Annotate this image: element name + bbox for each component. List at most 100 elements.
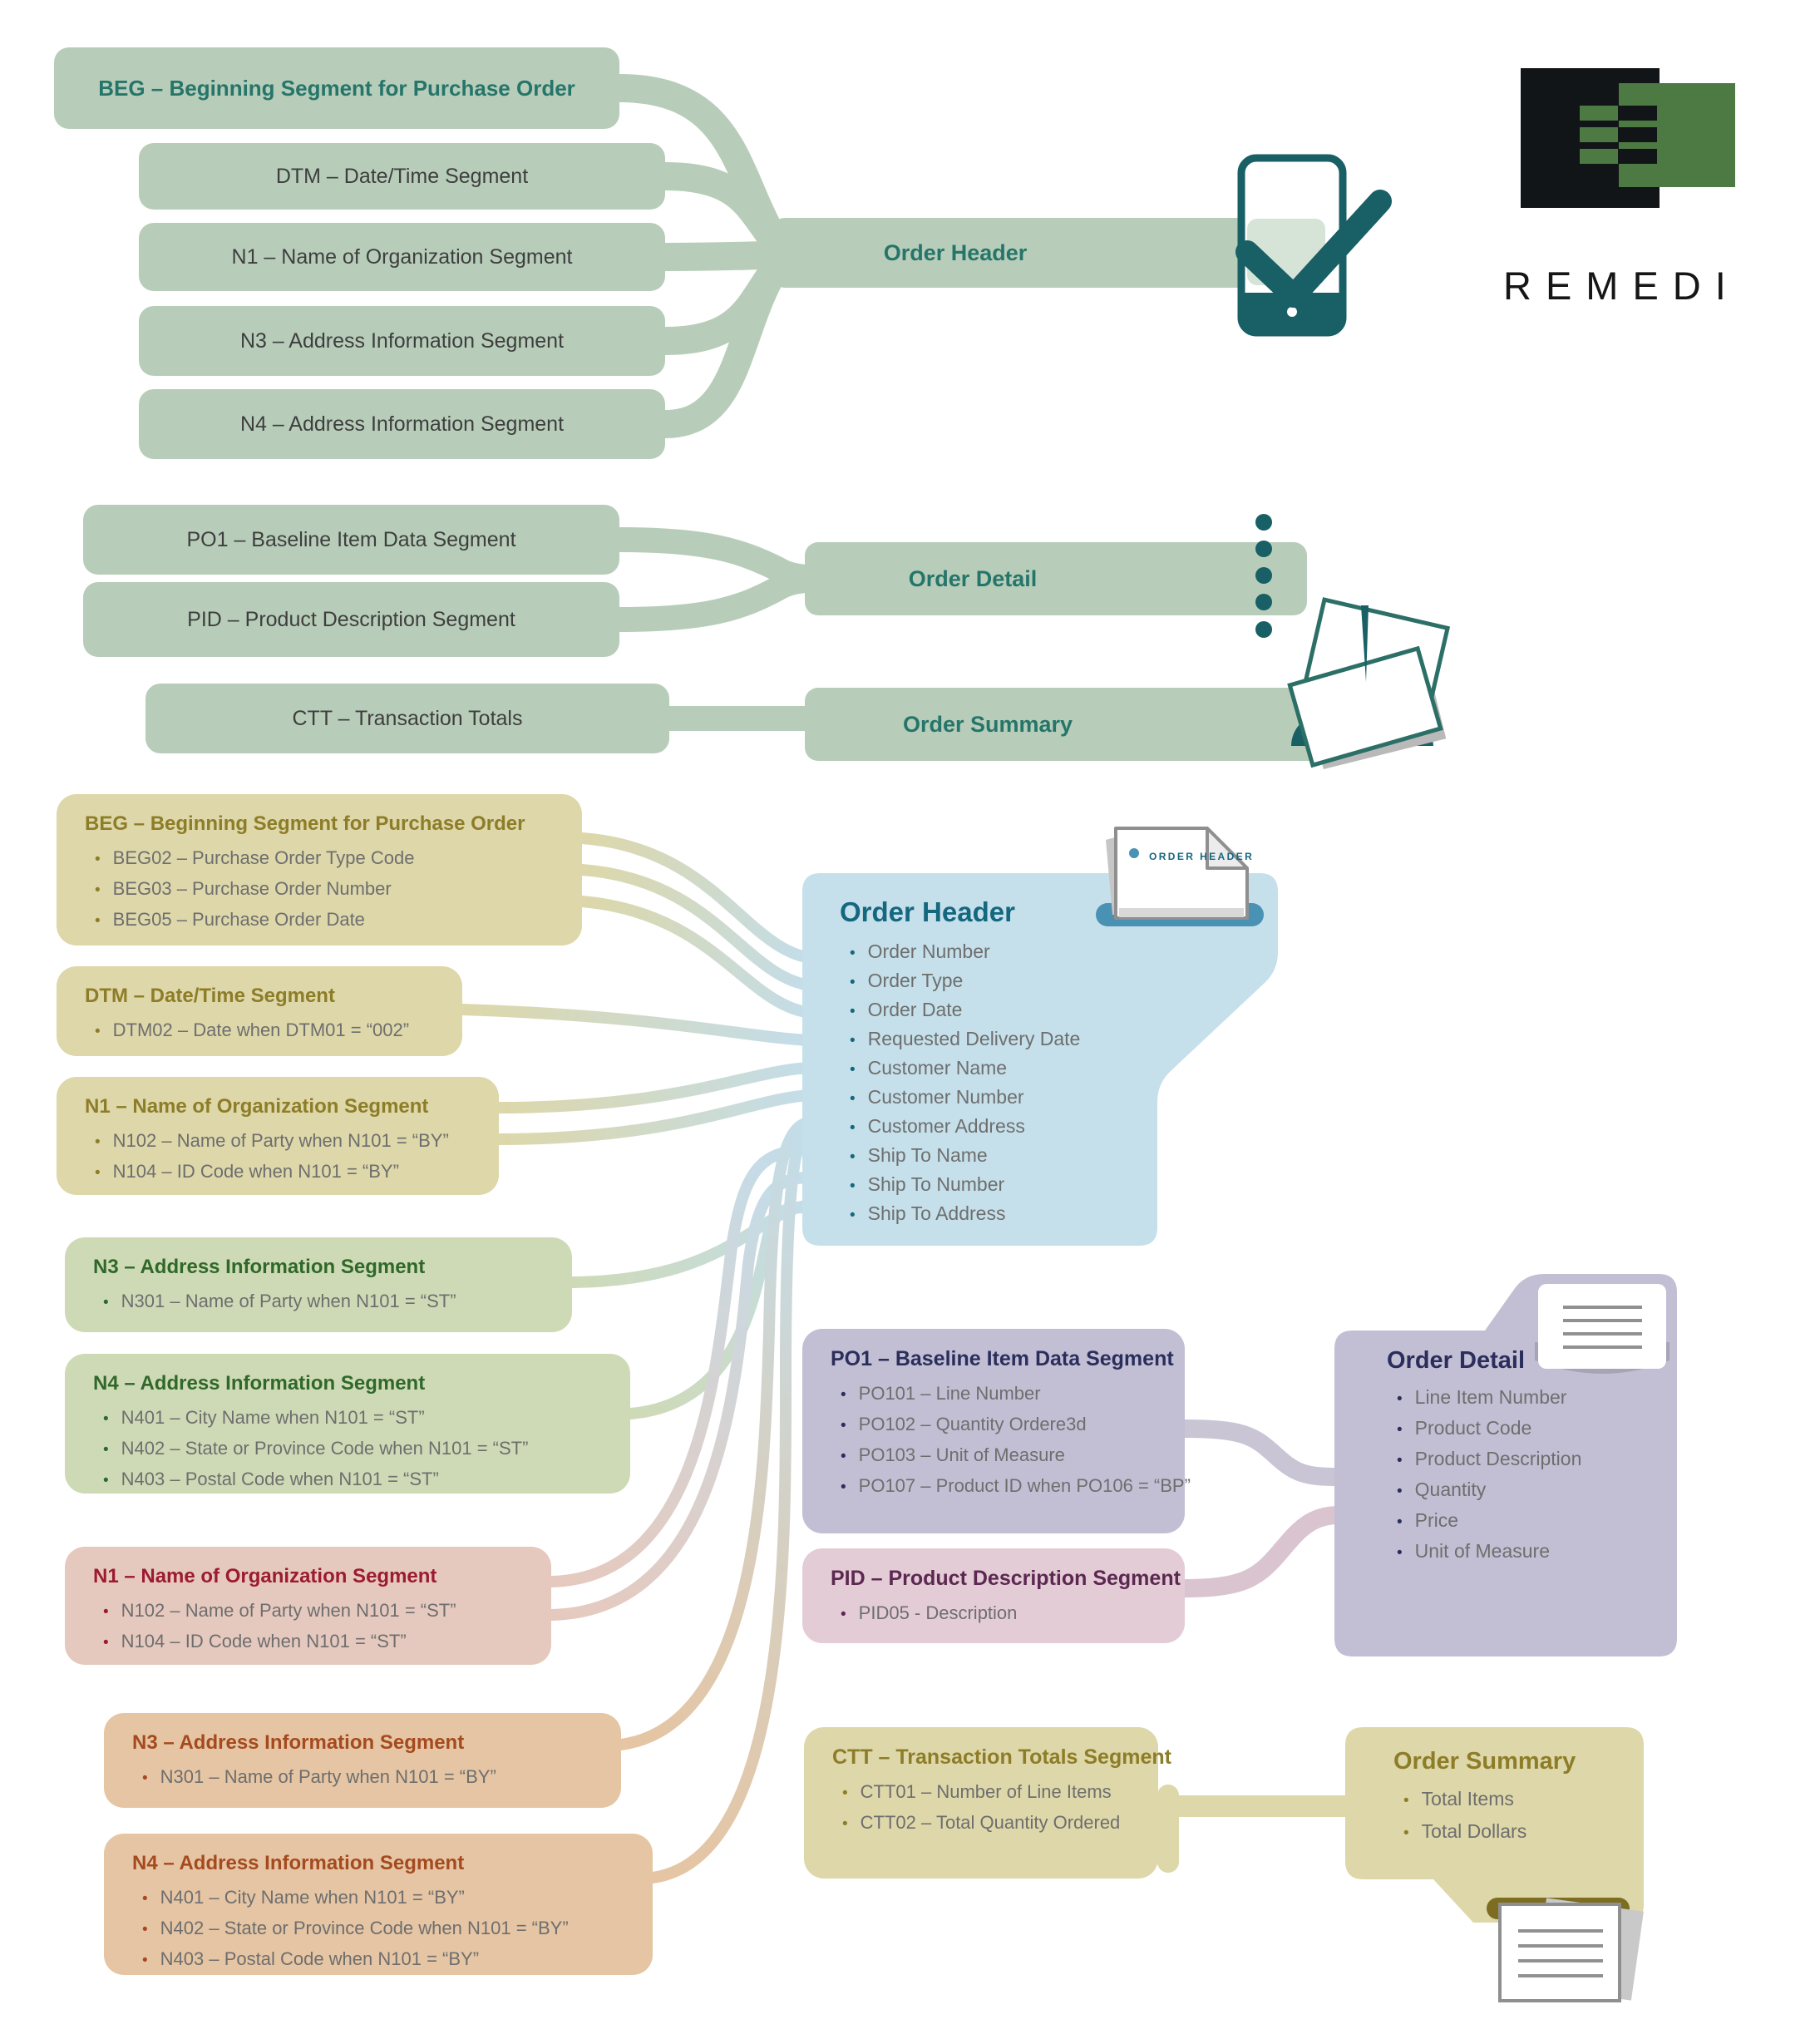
segment-box-n1by: N1 – Name of Organization Segment•N102 –… xyxy=(57,1077,499,1195)
list-item: •N102 – Name of Party when N101 = “BY” xyxy=(95,1126,479,1157)
bullet-icon: • xyxy=(142,1952,148,1969)
flow-box-label: DTM – Date/Time Segment xyxy=(275,164,529,188)
list-item-text: PO103 – Unit of Measure xyxy=(858,1444,1065,1465)
note-card-icon xyxy=(1535,1284,1669,1374)
po1-box-items: •PO101 – Line Number•PO102 – Quantity Or… xyxy=(831,1379,1191,1502)
list-item: •Customer Name xyxy=(850,1054,1189,1084)
list-item-text: Product Description xyxy=(1414,1448,1582,1469)
list-item-text: N301 – Name of Party when N101 = “ST” xyxy=(121,1291,456,1311)
bullet-icon: • xyxy=(850,1090,856,1108)
list-item-text: N102 – Name of Party when N101 = “BY” xyxy=(112,1130,449,1151)
segment-box-items: •BEG02 – Purchase Order Type Code•BEG03 … xyxy=(85,843,562,936)
segment-box-n4by: N4 – Address Information Segment •N401 – … xyxy=(104,1834,653,1975)
logo-bar-green xyxy=(1580,127,1618,142)
segment-box-po1: PO1 – Baseline Item Data Segment •PO101 … xyxy=(802,1329,1191,1533)
order-detail-bar: Order Detail xyxy=(805,542,1307,615)
list-item: • Ship To Number xyxy=(850,1171,1189,1200)
bullet-icon: • xyxy=(1397,1421,1403,1439)
flow-box-ctt: CTT – Transaction Totals xyxy=(145,684,669,753)
flow-box-n3: N3 – Address Information Segment xyxy=(139,306,665,376)
po1-box-title: PO1 – Baseline Item Data Segment xyxy=(831,1347,1174,1370)
pid-box-title: PID – Product Description Segment xyxy=(831,1567,1181,1590)
order-detail-panel-title: Order Detail xyxy=(1387,1347,1525,1374)
pid-box-items: •PID05 - Description xyxy=(831,1598,1165,1629)
bar-label: Order Summary xyxy=(902,711,1073,737)
list-item: • Line Item Number xyxy=(1397,1383,1661,1414)
bullet-icon: • xyxy=(142,1921,148,1938)
list-item: • PO103 – Unit of Measure xyxy=(841,1440,1165,1471)
order-summary-panel-title: Order Summary xyxy=(1393,1748,1576,1775)
flow-box-n1: N1 – Name of Organization Segment xyxy=(139,223,665,291)
list-item: •N401 – City Name when N101 = “BY” xyxy=(142,1883,633,1913)
list-item: •Price xyxy=(1397,1506,1661,1537)
connector xyxy=(456,1004,816,1046)
segment-box-items: •N401 – City Name when N101 = “BY”•N402 … xyxy=(132,1883,633,1975)
list-item: •CTT02 – Total Quantity Ordered xyxy=(842,1808,1138,1839)
segment-box-title: BEG – Beginning Segment for Purchase Ord… xyxy=(85,812,525,835)
segment-box-items: •DTM02 – Date when DTM01 = “002” xyxy=(85,1015,442,1046)
bullet-icon: • xyxy=(842,1815,848,1833)
segment-box-title: N4 – Address Information Segment xyxy=(132,1852,465,1874)
bullet-icon: • xyxy=(850,1178,856,1195)
list-item-text: Order Type xyxy=(867,970,964,991)
bullet-icon: • xyxy=(1397,1390,1403,1408)
list-item-text: BEG02 – Purchase Order Type Code xyxy=(112,847,415,868)
bullet-icon: • xyxy=(1397,1513,1403,1531)
list-item: •Order Type xyxy=(850,967,1189,996)
connector xyxy=(576,832,816,964)
list-item-text: BEG03 – Purchase Order Number xyxy=(112,878,392,899)
list-item-text: Unit of Measure xyxy=(1414,1540,1551,1562)
logo-bar-black xyxy=(1619,127,1657,142)
bullet-icon: • xyxy=(95,912,101,930)
connector xyxy=(1173,1419,1348,1486)
flow-box-label: CTT – Transaction Totals xyxy=(292,706,523,730)
phone-check-icon xyxy=(1235,154,1392,337)
bullet-icon: • xyxy=(850,1207,856,1224)
list-item-text: N402 – State or Province Code when N101 … xyxy=(121,1438,529,1459)
list-item-text: PO102 – Quantity Ordere3d xyxy=(858,1414,1087,1434)
printer-paper-icon xyxy=(1487,1898,1644,2002)
bar-label: Order Header xyxy=(883,239,1028,265)
dot xyxy=(1255,567,1272,584)
connector xyxy=(607,568,817,632)
dot xyxy=(1255,621,1272,638)
bullet-icon: • xyxy=(841,1448,846,1465)
list-item-text: PO107 – Product ID when PO106 = “BP” xyxy=(858,1475,1191,1496)
bullet-icon: • xyxy=(103,1441,109,1459)
list-item-text: PID05 - Description xyxy=(858,1602,1018,1623)
dot xyxy=(1255,541,1272,557)
connector xyxy=(1173,1506,1348,1597)
list-item: •Customer Number xyxy=(850,1084,1189,1113)
segment-box-title: N4 – Address Information Segment xyxy=(93,1372,426,1395)
segment-box-title: N3 – Address Information Segment xyxy=(132,1731,465,1754)
list-item-text: Order Date xyxy=(867,999,963,1020)
segment-box-n3st: N3 – Address Information Segment•N301 – … xyxy=(65,1237,572,1332)
bullet-icon: • xyxy=(1397,1483,1403,1500)
order-detail-panel: Order Detail •Line Item Number•Product C… xyxy=(1387,1347,1661,1568)
list-item-text: Ship To Number xyxy=(867,1173,1005,1195)
list-item-text: Total Dollars xyxy=(1421,1820,1527,1842)
list-item-text: Ship To Name xyxy=(867,1144,988,1166)
list-item: •N301 – Name of Party when N101 = “BY” xyxy=(142,1762,601,1793)
bullet-icon: • xyxy=(850,1119,856,1137)
order-header-paper-icon: ORDER HEADER xyxy=(1096,827,1264,926)
order-header-bar: Order Header xyxy=(772,218,1322,288)
list-item-text: Line Item Number xyxy=(1414,1386,1567,1408)
bullet-icon: • xyxy=(850,1061,856,1079)
flow-box-label: N1 – Name of Organization Segment xyxy=(231,244,573,269)
segment-box-dtm: DTM – Date/Time Segment•DTM02 – Date whe… xyxy=(57,966,462,1056)
connector-cap xyxy=(1157,1785,1179,1873)
list-item: •PO107 – Product ID when PO106 = “BP” xyxy=(841,1471,1191,1502)
bullet-icon: • xyxy=(841,1386,846,1404)
list-item: •N401 – City Name when N101 = “ST” xyxy=(103,1403,610,1434)
order-summary-panel-items: •Total Items•Total Dollars xyxy=(1393,1784,1635,1849)
connector xyxy=(545,1144,816,1587)
list-item-text: CTT01 – Number of Line Items xyxy=(860,1781,1112,1802)
segment-box-n4st: N4 – Address Information Segment •N401 – … xyxy=(65,1354,630,1494)
list-item: •DTM02 – Date when DTM01 = “002” xyxy=(95,1015,442,1046)
flow-box-n4: N4 – Address Information Segment xyxy=(139,389,665,459)
segment-box-items: •N301 – Name of Party when N101 = “BY” xyxy=(132,1762,601,1793)
bullet-icon: • xyxy=(103,1603,109,1621)
